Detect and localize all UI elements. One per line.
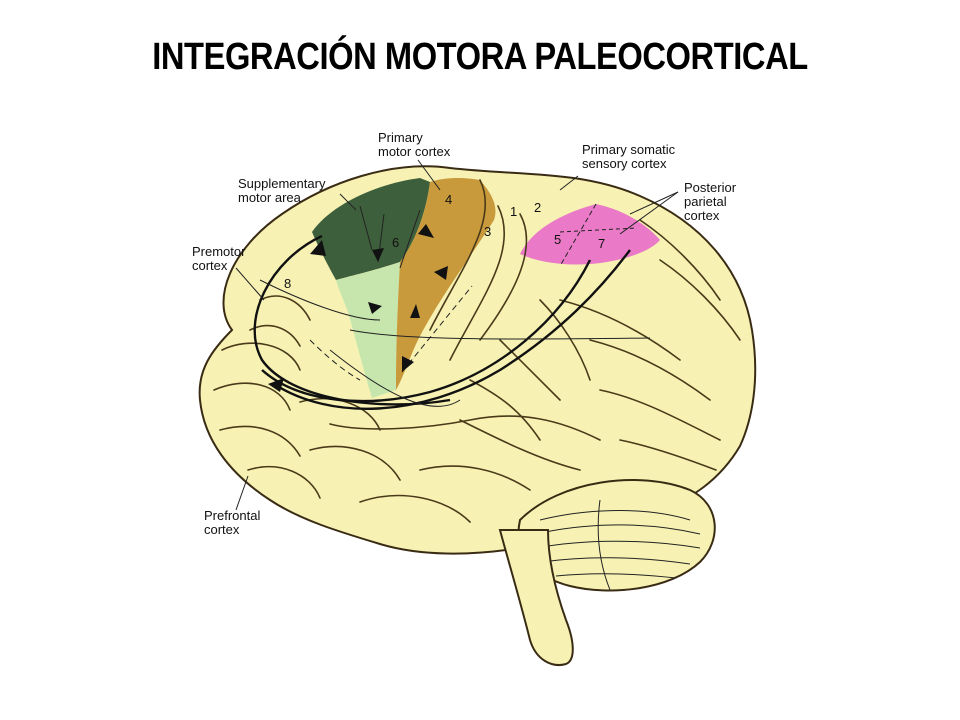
supplementary-motor-label: Supplementary motor area [238, 176, 329, 205]
area-1-label: 1 [510, 204, 517, 219]
area-2-label: 2 [534, 200, 541, 215]
prefrontal-cortex-label: Prefrontal cortex [204, 508, 264, 537]
posterior-parietal-area [520, 204, 660, 265]
brainstem [498, 529, 574, 666]
premotor-area [336, 262, 400, 398]
projection-paths [253, 205, 651, 410]
area-6-label: 6 [392, 235, 399, 250]
area-8-label: 8 [284, 276, 291, 291]
area-4-label: 4 [445, 192, 452, 207]
area-7-label: 7 [598, 236, 605, 251]
cortical-folds [213, 179, 741, 523]
cerebellum-folia [535, 499, 701, 591]
area-3-label: 3 [484, 224, 491, 239]
premotor-cortex-label: Premotor cortex [192, 244, 249, 273]
page-title: INTEGRACIÓN MOTORA PALEOCORTICAL [152, 36, 808, 78]
area-5-label: 5 [554, 232, 561, 247]
supplementary-motor-area [312, 178, 430, 280]
arrowheads [268, 224, 448, 392]
label-leaders [235, 159, 679, 511]
posterior-parietal-label: Posterior parietal cortex [684, 180, 740, 223]
primary-motor-cortex-label: Primary motor cortex [378, 130, 451, 159]
primary-somatic-label: Primary somatic sensory cortex [582, 142, 679, 171]
